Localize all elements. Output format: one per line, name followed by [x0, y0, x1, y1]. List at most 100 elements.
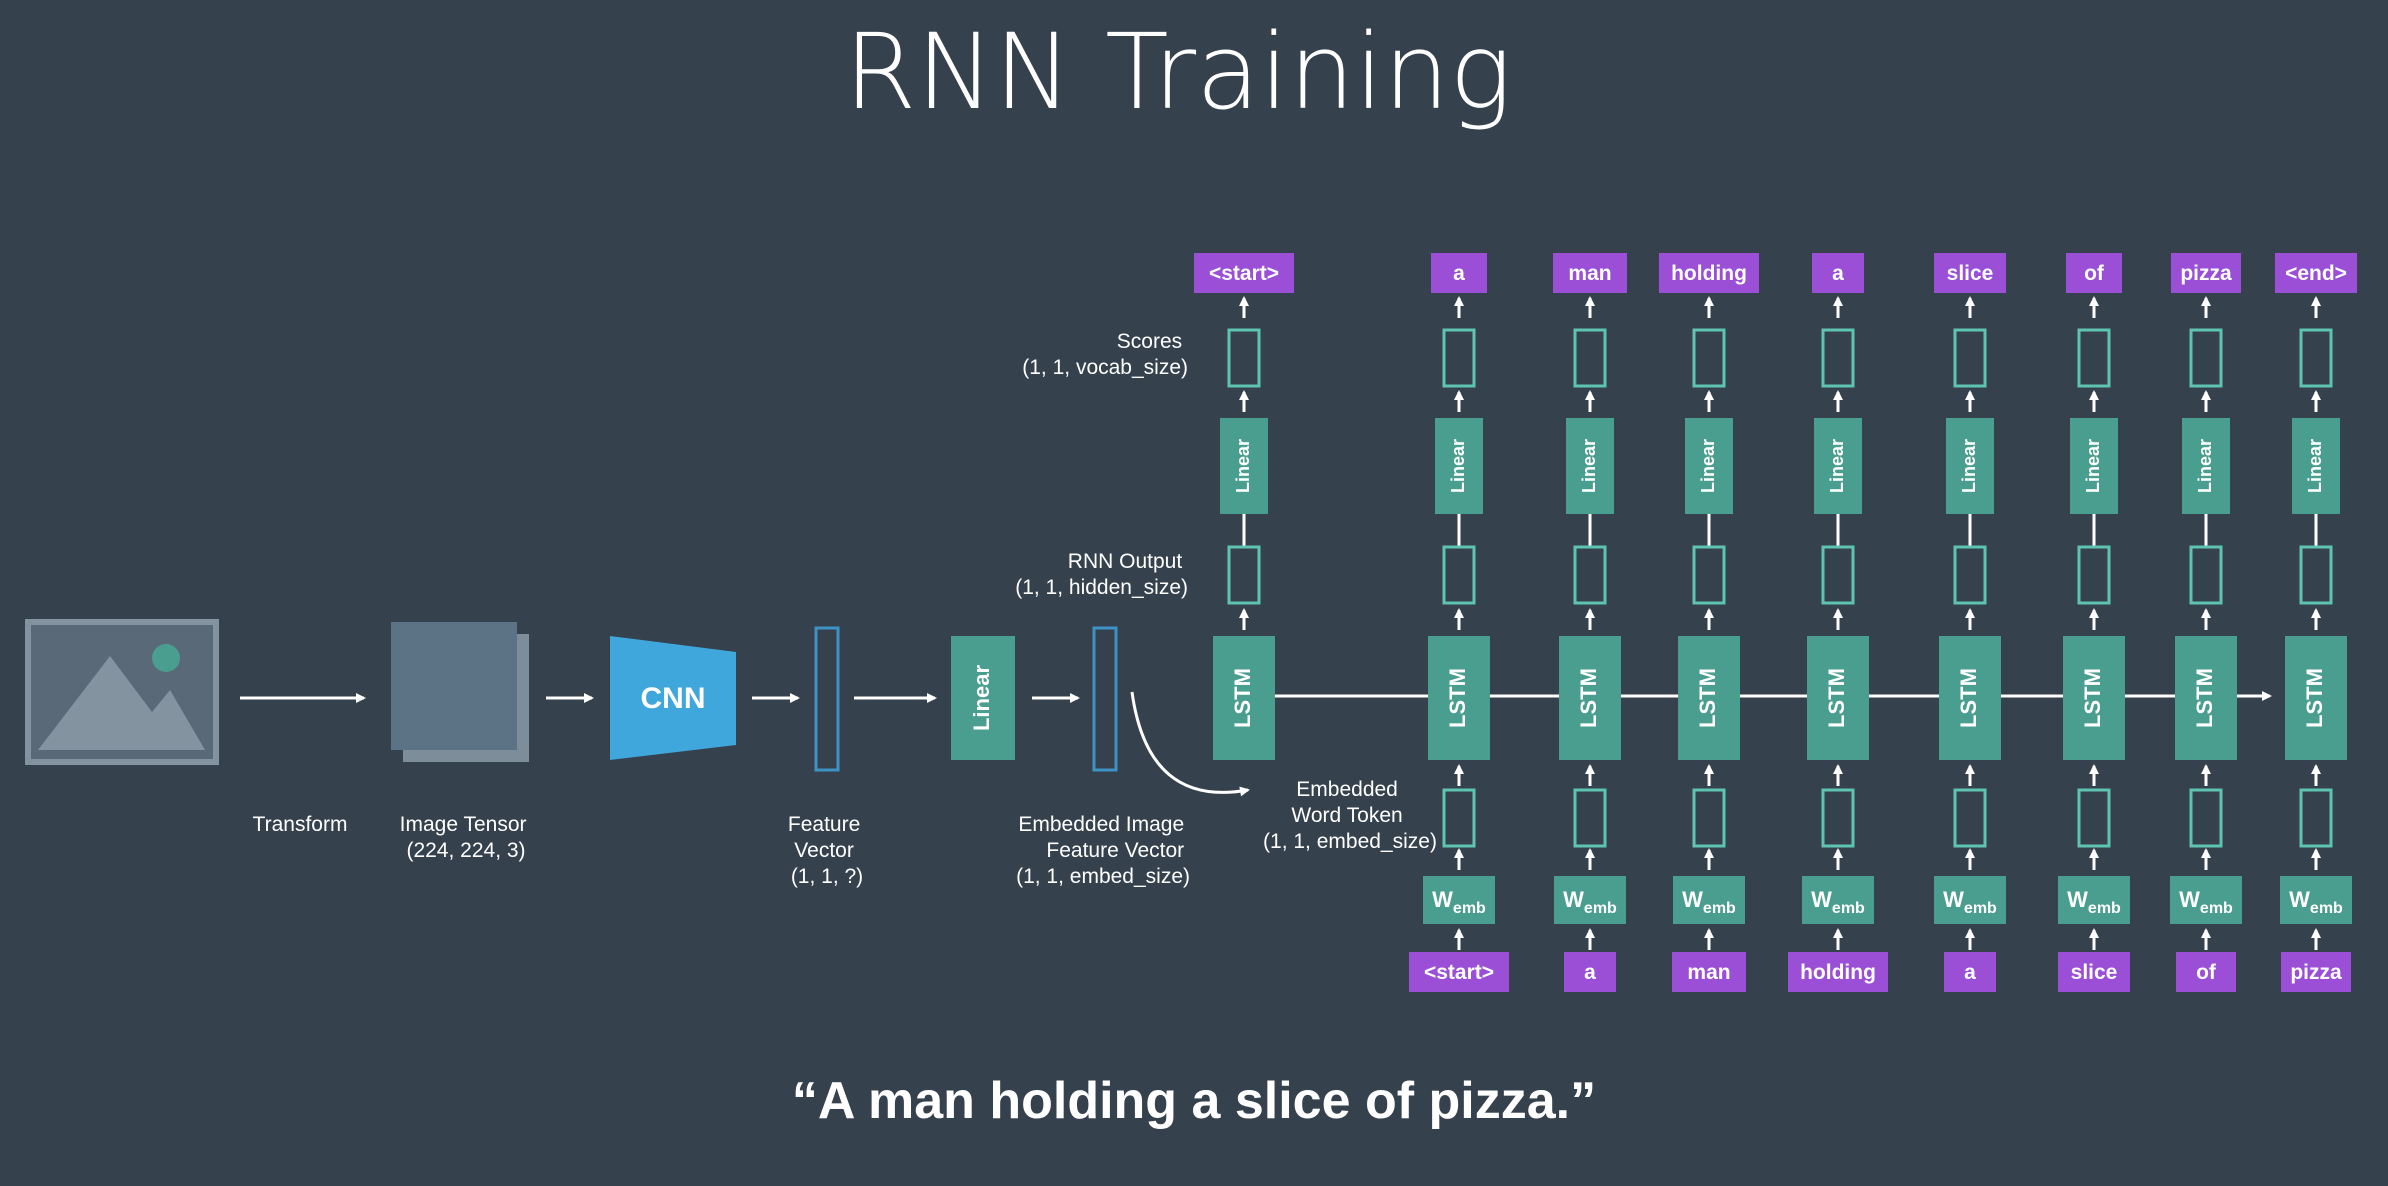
- output-linear-block: [2070, 418, 2118, 514]
- lstm-label: LSTM: [2192, 668, 2217, 728]
- output-token: [1659, 253, 1759, 293]
- w-emb-block: [1934, 876, 2006, 924]
- w-emb-block: [1673, 876, 1745, 924]
- embedded-word-vector: [1442, 788, 1476, 848]
- lstm-block: [1678, 636, 1740, 760]
- transform-label: Transform: [253, 813, 348, 836]
- output-linear-label: Linear: [1233, 439, 1253, 493]
- output-token: [2066, 253, 2122, 293]
- cnn-block: [610, 636, 736, 760]
- lstm-label: LSTM: [1445, 668, 1470, 728]
- image-tensor-icon: [391, 622, 529, 762]
- cnn-label: CNN: [641, 682, 706, 715]
- output-linear-block: [1566, 418, 1614, 514]
- lstm-label: LSTM: [1230, 668, 1255, 728]
- lstm-label: LSTM: [1956, 668, 1981, 728]
- output-linear-block: [1435, 418, 1483, 514]
- scores-vector: [2077, 328, 2111, 388]
- output-linear-label: Linear: [1579, 439, 1599, 493]
- output-linear-block: [1220, 418, 1268, 514]
- embedded-word-vector: [2189, 788, 2223, 848]
- output-linear-block: [2182, 418, 2230, 514]
- input-token-text: pizza: [2290, 961, 2342, 984]
- w-emb-label: Wemb: [1943, 887, 1997, 917]
- rnn-output-vector: [1821, 545, 1855, 605]
- lstm-block: [2175, 636, 2237, 760]
- scores-vector: [2189, 328, 2223, 388]
- caption: “A man holding a slice of pizza.”: [792, 1072, 1596, 1130]
- lstm-block: [1559, 636, 1621, 760]
- scores-vector: [1821, 328, 1855, 388]
- output-linear-label: Linear: [1698, 439, 1718, 493]
- w-emb-block: [2280, 876, 2352, 924]
- output-token-text: a: [1832, 262, 1844, 285]
- w-emb-block: [2058, 876, 2130, 924]
- output-token: [2171, 253, 2241, 293]
- scores-vector: [1442, 328, 1476, 388]
- input-token: [1672, 952, 1746, 992]
- feature-vector: [814, 626, 840, 772]
- output-linear-label: Linear: [2305, 439, 2325, 493]
- input-token: [2176, 952, 2236, 992]
- image-linear-label: Linear: [969, 665, 994, 731]
- embedded-to-lstm-arrow: [1130, 691, 1250, 797]
- embedded-word-label: Embedded Word Token (1, 1, embed_size): [1263, 778, 1437, 853]
- scores-vector: [1692, 328, 1726, 388]
- embedded-image-vector: [1092, 626, 1118, 772]
- input-token-text: slice: [2071, 961, 2118, 984]
- output-token-text: man: [1568, 262, 1611, 285]
- lstm-label: LSTM: [2302, 668, 2327, 728]
- lstm-block: [2063, 636, 2125, 760]
- output-linear-label: Linear: [1959, 439, 1979, 493]
- embedded-word-vector: [2077, 788, 2111, 848]
- scores-vector: [1953, 328, 1987, 388]
- feature-vector-label: Feature Vector (1, 1, ?): [788, 813, 866, 888]
- rnn-output-vector: [1227, 545, 1261, 605]
- w-emb-label: Wemb: [2289, 887, 2343, 917]
- embedded-word-vector: [1953, 788, 1987, 848]
- output-token-text: of: [2084, 262, 2105, 285]
- input-token: [1564, 952, 1616, 992]
- embedded-word-vector: [1821, 788, 1855, 848]
- lstm-label: LSTM: [2080, 668, 2105, 728]
- output-token: [1934, 253, 2006, 293]
- lstm-block: [1939, 636, 2001, 760]
- unrolled-timesteps: <start>LinearLSTMaLinearLSTMWemb<start>m…: [1194, 253, 2357, 992]
- output-token: [1194, 253, 1294, 293]
- rnn-output-vector: [2299, 545, 2333, 605]
- w-emb-label: Wemb: [2179, 887, 2233, 917]
- output-linear-label: Linear: [1448, 439, 1468, 493]
- output-token: [1431, 253, 1487, 293]
- input-token-text: of: [2196, 961, 2217, 984]
- page-title: RNN Training: [844, 11, 1512, 133]
- embedded-word-vector: [2299, 788, 2333, 848]
- input-token-text: a: [1964, 961, 1976, 984]
- input-token: [2058, 952, 2130, 992]
- w-emb-label: Wemb: [1811, 887, 1865, 917]
- w-emb-block: [2170, 876, 2242, 924]
- output-token: [1812, 253, 1864, 293]
- lstm-block: [2285, 636, 2347, 760]
- rnn-output-vector: [1442, 545, 1476, 605]
- input-token: [1788, 952, 1888, 992]
- w-emb-label: Wemb: [1682, 887, 1736, 917]
- output-linear-block: [1814, 418, 1862, 514]
- image-tensor-label: Image Tensor (224, 224, 3): [400, 813, 533, 862]
- input-token: [1944, 952, 1996, 992]
- output-token-text: slice: [1947, 262, 1994, 285]
- scores-vector: [2299, 328, 2333, 388]
- embedded-word-vector: [1573, 788, 1607, 848]
- input-token-text: man: [1687, 961, 1730, 984]
- output-token: [1553, 253, 1627, 293]
- w-emb-label: Wemb: [1432, 887, 1486, 917]
- w-emb-block: [1802, 876, 1874, 924]
- scores-label: Scores (1, 1, vocab_size): [1022, 330, 1188, 379]
- output-linear-block: [2292, 418, 2340, 514]
- lstm-label: LSTM: [1576, 668, 1601, 728]
- rnn-output-label: RNN Output (1, 1, hidden_size): [1015, 550, 1188, 599]
- lstm-block: [1428, 636, 1490, 760]
- w-emb-label: Wemb: [2067, 887, 2121, 917]
- output-token-text: pizza: [2180, 262, 2232, 285]
- rnn-output-vector: [1953, 545, 1987, 605]
- lstm-label: LSTM: [1695, 668, 1720, 728]
